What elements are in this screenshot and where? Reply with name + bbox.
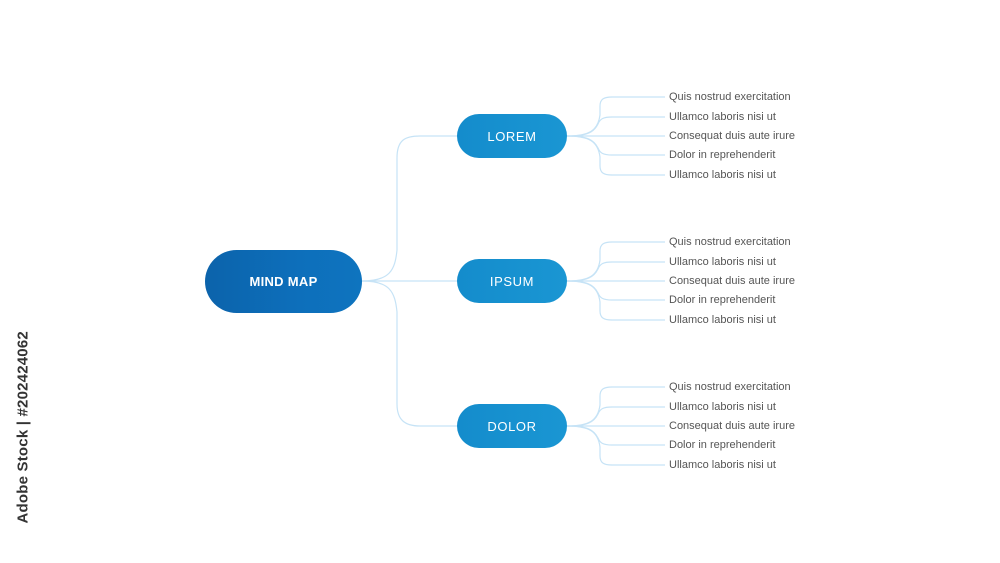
- leaf-ipsum-5: Ullamco laboris nisi ut: [669, 314, 776, 326]
- leaf-dolor-3: Consequat duis aute irure: [669, 420, 795, 432]
- branch-node-lorem: LOREM: [457, 114, 567, 158]
- stock-watermark-id: Adobe Stock | #202424062: [14, 331, 32, 524]
- leaf-lorem-2: Ullamco laboris nisi ut: [669, 111, 776, 123]
- leaf-ipsum-1: Quis nostrud exercitation: [669, 236, 791, 248]
- leaf-dolor-5: Ullamco laboris nisi ut: [669, 459, 776, 471]
- leaf-lorem-5: Ullamco laboris nisi ut: [669, 169, 776, 181]
- connector-root-dolor: [361, 280, 457, 427]
- root-node-mind-map: MIND MAP: [205, 250, 362, 313]
- leaf-lorem-3: Consequat duis aute irure: [669, 130, 795, 142]
- connector-lorem-leaf-2: [566, 116, 665, 137]
- leaf-ipsum-4: Dolor in reprehenderit: [669, 294, 776, 306]
- leaf-dolor-1: Quis nostrud exercitation: [669, 381, 791, 393]
- connector-lorem-leaf-5: [566, 135, 665, 176]
- connector-dolor-leaf-2: [566, 406, 665, 427]
- connector-lorem-leaf-4: [566, 135, 665, 156]
- leaf-lorem-1: Quis nostrud exercitation: [669, 91, 791, 103]
- leaf-dolor-4: Dolor in reprehenderit: [669, 439, 776, 451]
- leaf-ipsum-2: Ullamco laboris nisi ut: [669, 256, 776, 268]
- connector-ipsum-leaf-4: [566, 280, 665, 301]
- connector-dolor-leaf-5: [566, 425, 665, 466]
- connector-ipsum-leaf-2: [566, 261, 665, 282]
- branch-node-label: LOREM: [487, 128, 537, 144]
- leaf-lorem-4: Dolor in reprehenderit: [669, 149, 776, 161]
- leaf-ipsum-3: Consequat duis aute irure: [669, 275, 795, 287]
- root-node-label: MIND MAP: [249, 274, 318, 289]
- leaf-dolor-2: Ullamco laboris nisi ut: [669, 401, 776, 413]
- connector-root-lorem: [361, 135, 457, 282]
- branch-node-dolor: DOLOR: [457, 404, 567, 448]
- connector-dolor-leaf-4: [566, 425, 665, 446]
- branch-node-ipsum: IPSUM: [457, 259, 567, 303]
- branch-node-label: DOLOR: [487, 418, 537, 434]
- branch-node-label: IPSUM: [489, 273, 535, 289]
- connector-ipsum-leaf-5: [566, 280, 665, 321]
